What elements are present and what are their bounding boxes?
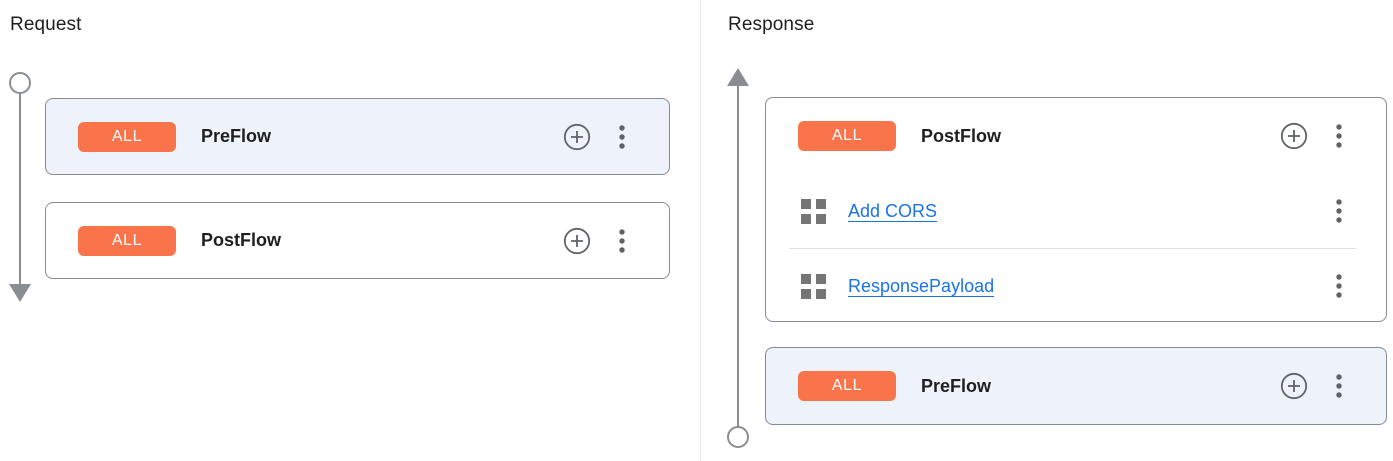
- flow-name-label: PostFlow: [921, 125, 1001, 146]
- policy-row: ResponsePayload: [766, 249, 1386, 323]
- add-policy-step-button[interactable]: [1280, 122, 1308, 150]
- policy-link-responsepayload[interactable]: ResponsePayload: [848, 275, 995, 296]
- timeline-arrow-up-icon: [727, 68, 749, 86]
- policy-row-divider: [789, 248, 1356, 249]
- plus-circle-icon: [1280, 122, 1308, 150]
- plus-circle-icon: [563, 227, 591, 254]
- policy-grid-icon: [801, 198, 826, 224]
- card-actions: [563, 227, 627, 255]
- condition-badge: ALL: [798, 371, 896, 401]
- flow-name-label: PostFlow: [201, 230, 281, 250]
- flow-name-label: PreFlow: [201, 126, 272, 146]
- flow-card-header: ALL PreFlow: [46, 99, 669, 174]
- plus-circle-icon: [1280, 372, 1308, 400]
- policy-grid-icon: [801, 273, 826, 299]
- request-postflow-card[interactable]: ALL PostFlow: [45, 202, 670, 279]
- condition-badge: ALL: [798, 121, 896, 151]
- panel-divider: [700, 0, 701, 461]
- add-policy-step-button[interactable]: [563, 227, 591, 255]
- condition-badge: ALL: [78, 225, 176, 256]
- timeline-end-circle-icon: [727, 426, 749, 448]
- request-preflow-card[interactable]: ALL PreFlow: [45, 98, 670, 175]
- add-policy-step-button[interactable]: [1280, 372, 1308, 400]
- flow-card-header: ALL PostFlow: [46, 203, 669, 278]
- policy-row: Add CORS: [766, 174, 1386, 248]
- three-dot-menu-icon: [1336, 124, 1342, 148]
- plus-circle-icon: [563, 123, 591, 150]
- card-menu-button[interactable]: [1334, 372, 1344, 400]
- flow-card-header: ALL PostFlow: [766, 98, 1386, 174]
- timeline-start-circle-icon: [9, 72, 31, 94]
- policy-menu-button[interactable]: [1334, 272, 1344, 300]
- card-actions: [563, 123, 627, 151]
- response-preflow-card[interactable]: ALL PreFlow: [765, 347, 1387, 425]
- three-dot-menu-icon: [619, 228, 625, 253]
- response-panel-title: Response: [728, 14, 815, 35]
- request-panel-title: Request: [10, 14, 82, 35]
- card-menu-button[interactable]: [617, 123, 627, 151]
- policy-menu-button[interactable]: [1334, 197, 1344, 225]
- card-menu-button[interactable]: [617, 227, 627, 255]
- response-postflow-card[interactable]: ALL PostFlow: [765, 97, 1387, 322]
- card-actions: [1280, 122, 1344, 150]
- condition-badge: ALL: [78, 121, 176, 152]
- flow-name-label: PreFlow: [921, 375, 992, 396]
- three-dot-menu-icon: [1336, 274, 1342, 298]
- card-actions: [1280, 372, 1344, 400]
- three-dot-menu-icon: [1336, 199, 1342, 223]
- policy-link-add-cors[interactable]: Add CORS: [848, 200, 938, 221]
- three-dot-menu-icon: [619, 124, 625, 149]
- add-policy-step-button[interactable]: [563, 123, 591, 151]
- flow-card-header: ALL PreFlow: [766, 348, 1386, 424]
- timeline-arrow-down-icon: [9, 284, 31, 302]
- response-timeline: [727, 68, 749, 448]
- card-menu-button[interactable]: [1334, 122, 1344, 150]
- three-dot-menu-icon: [1336, 374, 1342, 398]
- request-timeline: [9, 72, 31, 302]
